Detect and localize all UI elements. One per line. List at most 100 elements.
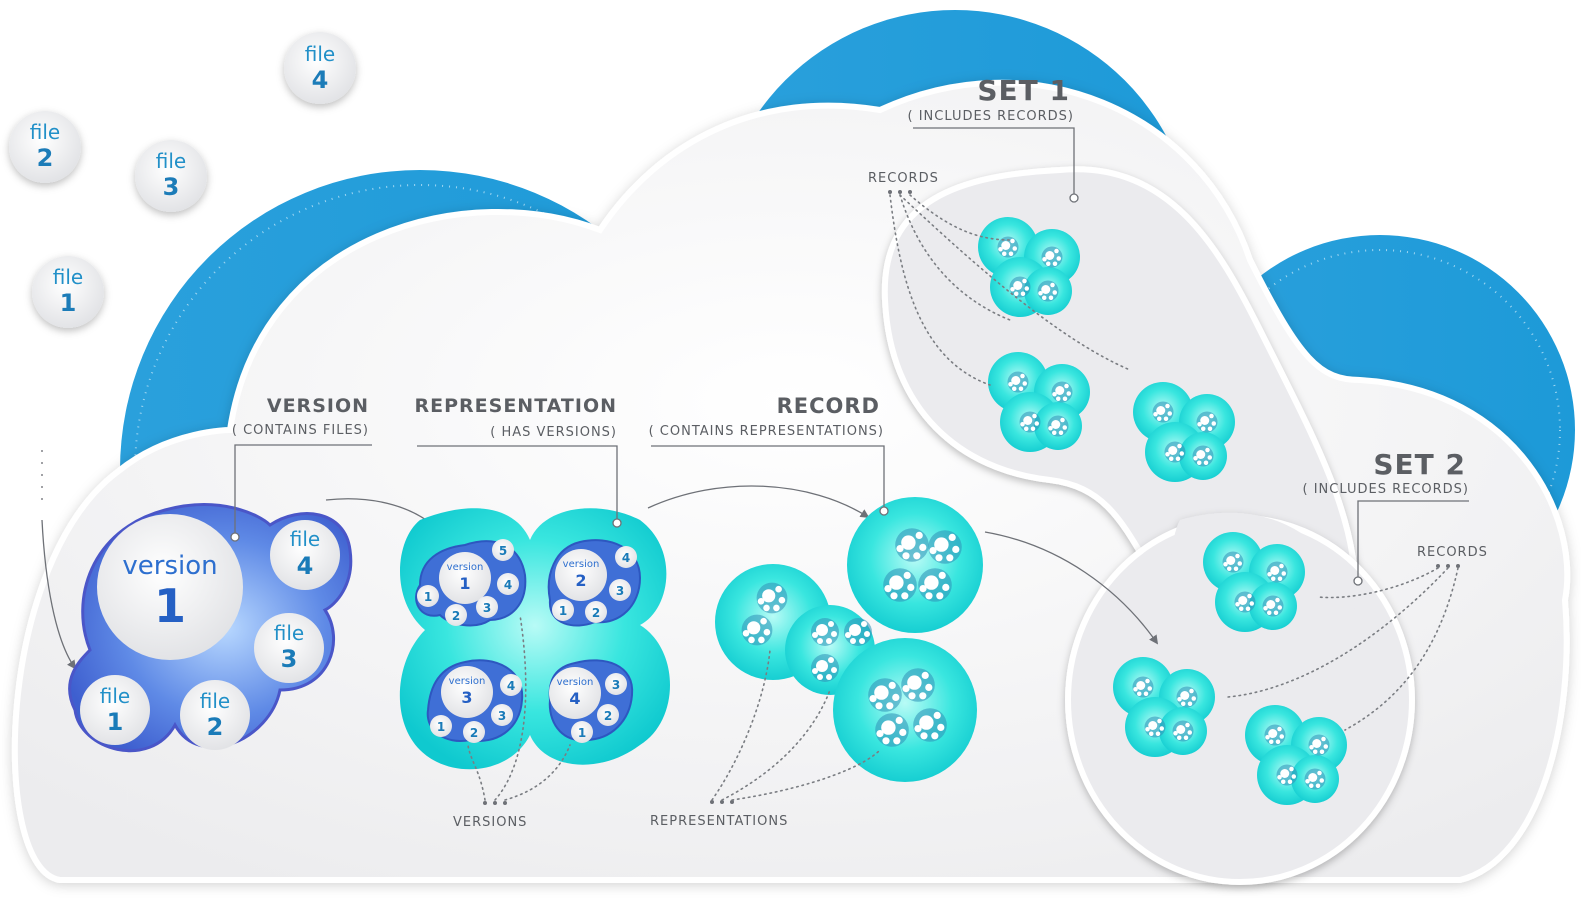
svg-text:2: 2 [207, 713, 224, 741]
mini-version [875, 713, 909, 747]
svg-text:RECORDS: RECORDS [1417, 545, 1488, 560]
svg-text:2: 2 [452, 609, 460, 623]
svg-text:2: 2 [592, 606, 600, 620]
svg-text:( CONTAINS REPRESENTATIONS): ( CONTAINS REPRESENTATIONS) [649, 424, 884, 439]
loose-file-3: file 3 [135, 140, 207, 212]
record-cluster [715, 497, 983, 782]
mini-version [1041, 246, 1063, 268]
record-blob [978, 217, 1080, 317]
svg-text:( INCLUDES RECORDS): ( INCLUDES RECORDS) [1303, 482, 1469, 497]
svg-text:VERSIONS: VERSIONS [453, 815, 527, 830]
svg-text:2: 2 [575, 571, 586, 590]
rep-version-1: version 1 5 4 3 2 1 [415, 539, 527, 627]
record-blob [1133, 382, 1235, 482]
svg-text:3: 3 [612, 678, 620, 692]
svg-text:3: 3 [498, 709, 506, 723]
mini-version [756, 582, 788, 614]
svg-text:4: 4 [297, 552, 314, 580]
loose-file-4: file 4 [284, 32, 356, 104]
mini-version [1047, 415, 1069, 437]
mini-version [1266, 561, 1288, 583]
mini-version [883, 568, 917, 602]
svg-text:( INCLUDES RECORDS): ( INCLUDES RECORDS) [908, 109, 1074, 124]
mini-version [1172, 720, 1194, 742]
svg-text:REPRESENTATIONS: REPRESENTATIONS [650, 814, 788, 829]
mini-version [1132, 676, 1154, 698]
mini-version [1304, 768, 1326, 790]
mini-version [1144, 716, 1166, 738]
set2-label: SET 2 ( INCLUDES RECORDS) [1303, 448, 1469, 586]
mini-version [901, 668, 935, 702]
version-file-3: file 3 [254, 613, 324, 683]
svg-text:SET 1: SET 1 [977, 74, 1070, 107]
mini-version [1007, 371, 1029, 393]
svg-text:file: file [274, 621, 304, 645]
svg-text:1: 1 [107, 708, 124, 736]
representations-label: REPRESENTATIONS [650, 649, 881, 829]
record-blob [1203, 532, 1305, 632]
mini-version [997, 236, 1019, 258]
svg-text:VERSION: VERSION [267, 395, 369, 417]
svg-text:file: file [53, 265, 83, 289]
mini-version [1222, 551, 1244, 573]
version-label: VERSION ( CONTAINS FILES) [230, 395, 372, 542]
svg-text:1: 1 [437, 720, 445, 734]
set1-label: SET 1 ( INCLUDES RECORDS) [908, 74, 1079, 203]
svg-text:4: 4 [569, 689, 580, 708]
svg-text:version: version [447, 562, 484, 573]
mini-version [844, 618, 872, 646]
svg-text:1: 1 [459, 574, 470, 593]
versions-label: VERSIONS [453, 614, 571, 830]
record-blob [988, 352, 1090, 452]
svg-text:file: file [305, 42, 335, 66]
svg-text:file: file [30, 120, 60, 144]
mini-version [868, 678, 902, 712]
svg-text:( HAS VERSIONS): ( HAS VERSIONS) [490, 425, 617, 440]
svg-text:2: 2 [470, 726, 478, 740]
version-cluster: version 1 file 4 file 3 file 1 file 2 [68, 503, 353, 753]
mini-version [1192, 445, 1214, 467]
svg-text:3: 3 [461, 688, 472, 707]
svg-text:version: version [449, 676, 486, 687]
mini-version [1164, 441, 1186, 463]
mini-version [1176, 686, 1198, 708]
mini-version [1051, 381, 1073, 403]
svg-text:5: 5 [499, 544, 507, 558]
svg-text:2: 2 [37, 144, 54, 172]
mini-version [1234, 591, 1256, 613]
svg-text:1: 1 [424, 590, 432, 604]
svg-text:1: 1 [154, 579, 186, 633]
record-blob [1245, 705, 1347, 805]
mini-version [1264, 724, 1286, 746]
svg-text:4: 4 [507, 679, 515, 693]
rep-version-3: version 3 4 3 2 1 [426, 659, 524, 743]
mini-version [811, 654, 839, 682]
svg-text:( CONTAINS FILES): ( CONTAINS FILES) [232, 423, 369, 438]
svg-text:4: 4 [504, 578, 512, 592]
record-blob [1113, 657, 1215, 757]
version-file-1: file 1 [80, 675, 150, 745]
version-1-ball: version 1 [97, 514, 243, 660]
svg-text:1: 1 [578, 726, 586, 740]
mini-version [1019, 411, 1041, 433]
svg-text:file: file [290, 527, 320, 551]
record-to-set2-arrow [984, 531, 1159, 645]
mini-version [1308, 734, 1330, 756]
loose-file-1: file 1 [32, 256, 104, 328]
representation-to-record-arrow [647, 485, 870, 518]
representation-cluster: version 1 5 4 3 2 1 version 2 4 3 2 1 ve… [399, 508, 670, 770]
rep-version-2: version 2 4 3 2 1 [547, 539, 642, 627]
svg-text:RECORD: RECORD [777, 394, 880, 418]
version-file-4: file 4 [270, 520, 340, 590]
svg-text:SET 2: SET 2 [1373, 448, 1466, 481]
mini-version [1009, 276, 1031, 298]
svg-text:4: 4 [622, 551, 630, 565]
version-file-2: file 2 [180, 680, 250, 750]
svg-text:3: 3 [281, 645, 298, 673]
svg-text:file: file [200, 689, 230, 713]
mini-version [1196, 411, 1218, 433]
mini-version [928, 530, 962, 564]
svg-text:file: file [100, 684, 130, 708]
rep-version-4: version 4 3 2 1 [548, 659, 634, 743]
